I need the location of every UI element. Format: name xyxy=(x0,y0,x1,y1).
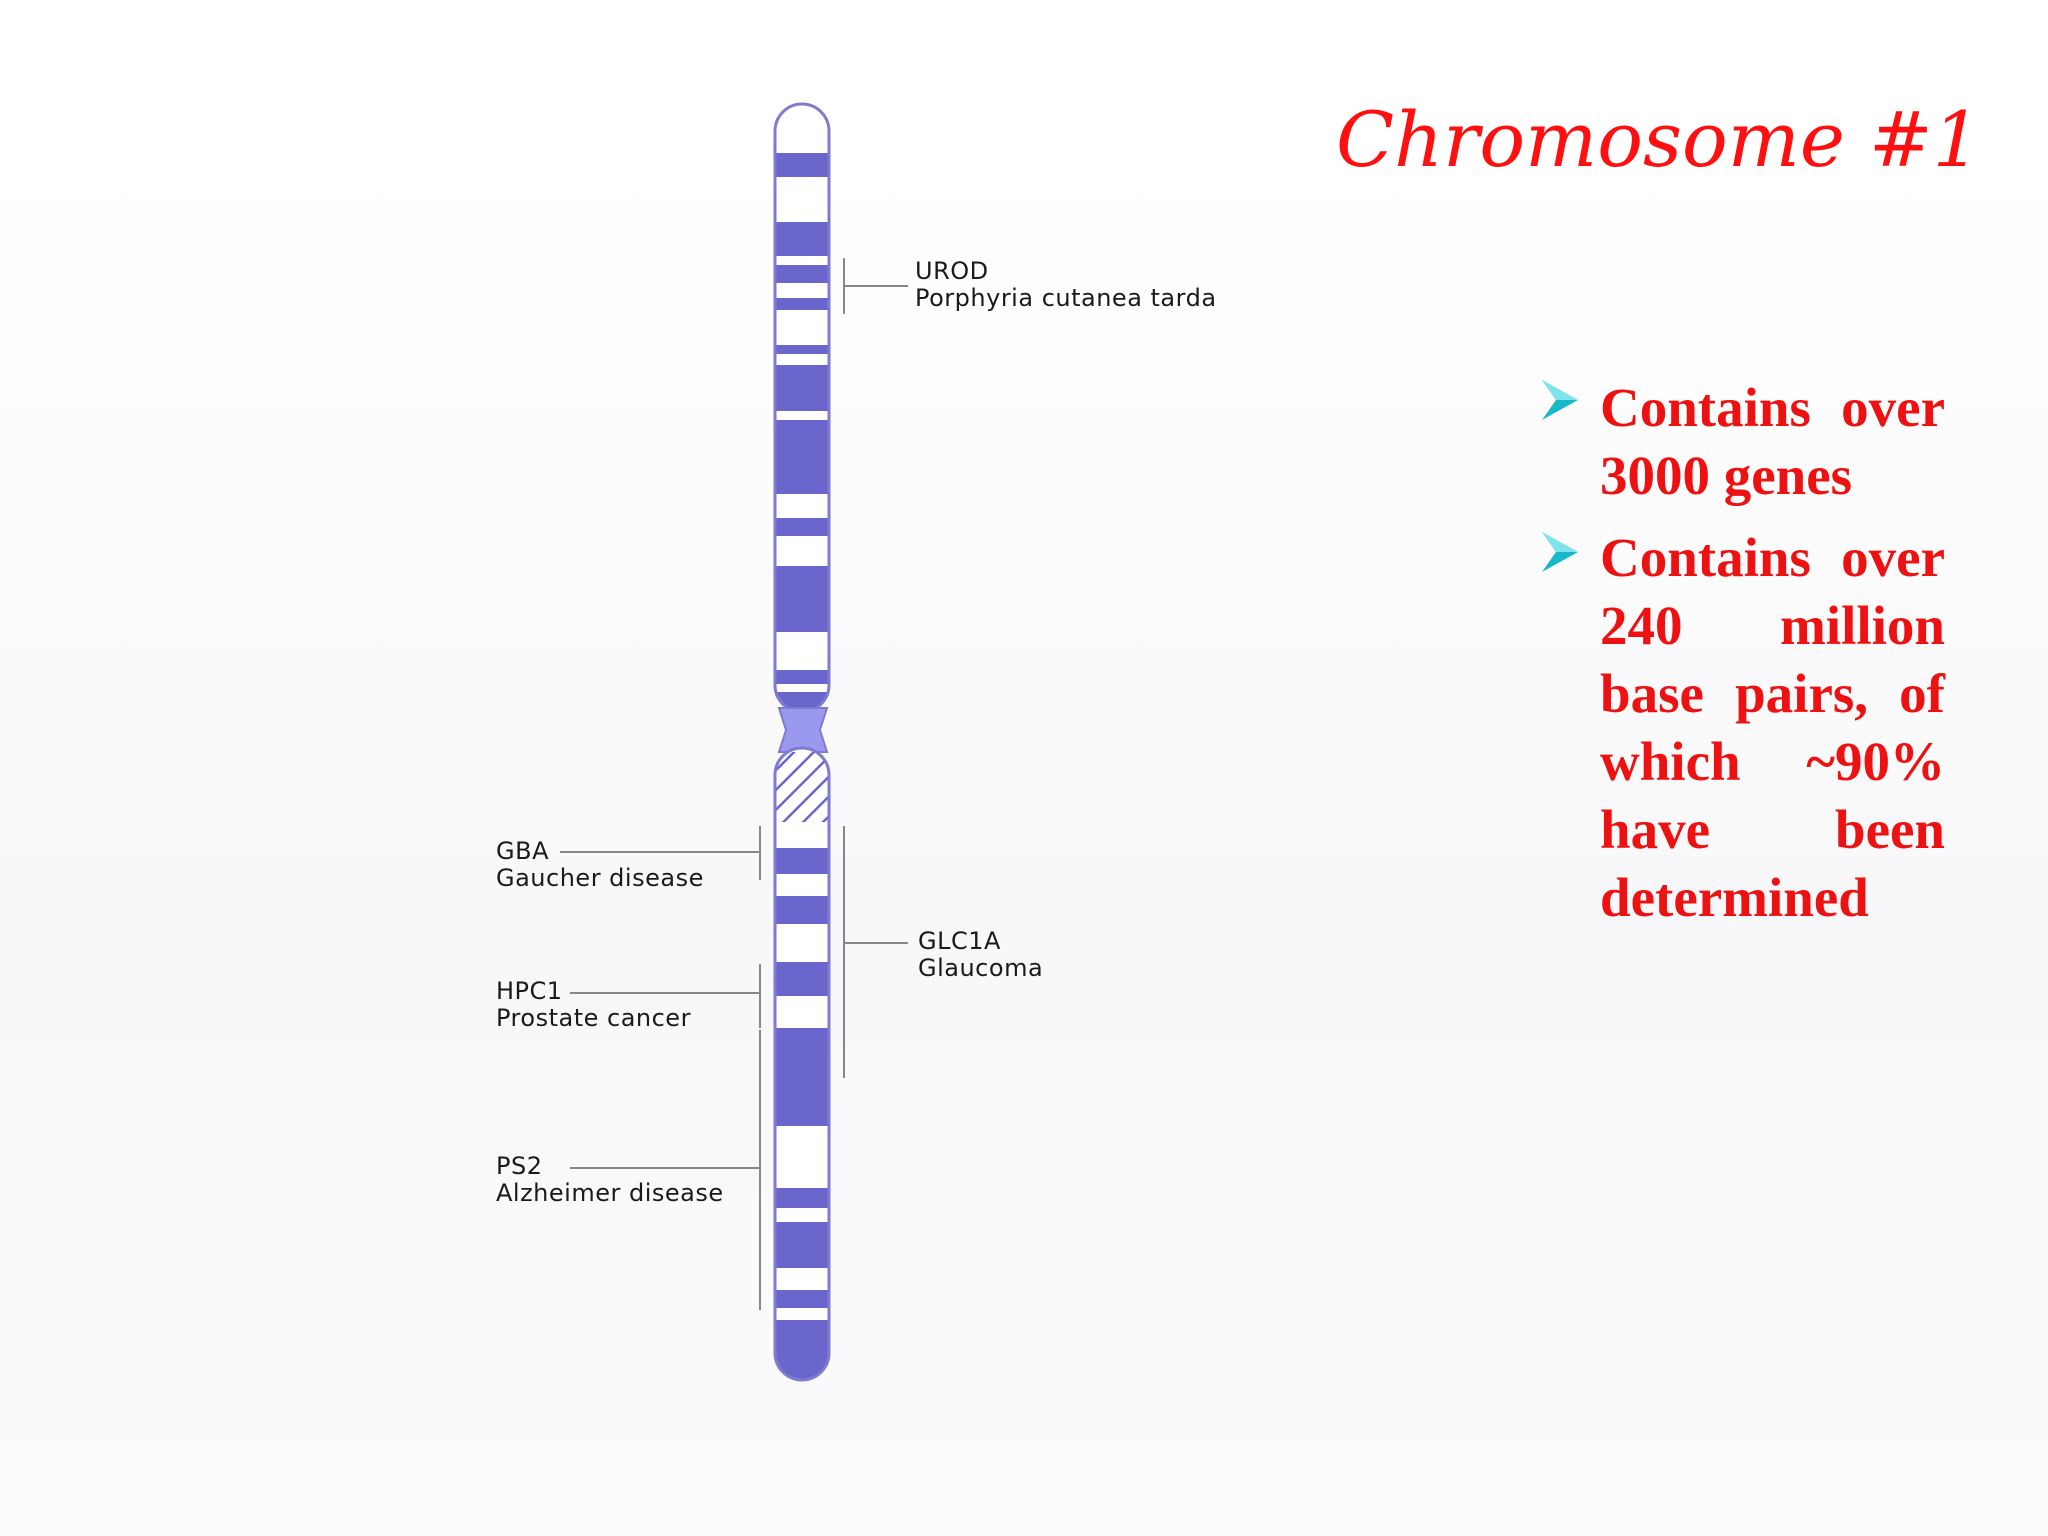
centromere xyxy=(777,707,829,753)
gba-marker xyxy=(560,826,761,880)
chromosome-p-arm xyxy=(775,104,829,712)
chromosome-q-arm xyxy=(775,748,829,1380)
gene-symbol: GLC1A xyxy=(918,927,1001,955)
gene-label-gba: GBA Gaucher disease xyxy=(496,838,704,892)
hpc1-marker xyxy=(570,964,761,1028)
gene-disease: Alzheimer disease xyxy=(496,1179,724,1207)
gene-symbol: GBA xyxy=(496,837,549,865)
slide-title: Chromosome #1 xyxy=(1336,95,1981,184)
arrowhead-bullet-icon xyxy=(1542,380,1578,420)
gene-label-glc1a: GLC1A Glaucoma xyxy=(918,928,1043,982)
gene-symbol: UROD xyxy=(915,257,989,285)
gene-label-ps2: PS2 Alzheimer disease xyxy=(496,1153,724,1207)
gene-label-hpc1: HPC1 Prostate cancer xyxy=(496,978,691,1032)
gene-disease: Prostate cancer xyxy=(496,1004,691,1032)
ps2-marker xyxy=(570,1030,761,1310)
gene-symbol: PS2 xyxy=(496,1152,543,1180)
arrowhead-bullet-icon xyxy=(1542,532,1578,572)
q-arm-outline xyxy=(773,746,831,1382)
gene-symbol: HPC1 xyxy=(496,977,563,1005)
bullet-base-pairs: Contains over 240 million base pairs, of… xyxy=(1600,527,1945,928)
bullet-genes-count: Contains over 3000 genes xyxy=(1600,377,1945,506)
gene-disease: Glaucoma xyxy=(918,954,1044,982)
gene-label-urod: UROD Porphyria cutanea tarda xyxy=(915,258,1217,312)
urod-marker xyxy=(843,258,908,314)
gene-disease: Gaucher disease xyxy=(496,864,704,892)
gene-disease: Porphyria cutanea tarda xyxy=(915,284,1217,312)
glc1a-marker xyxy=(843,826,908,1078)
